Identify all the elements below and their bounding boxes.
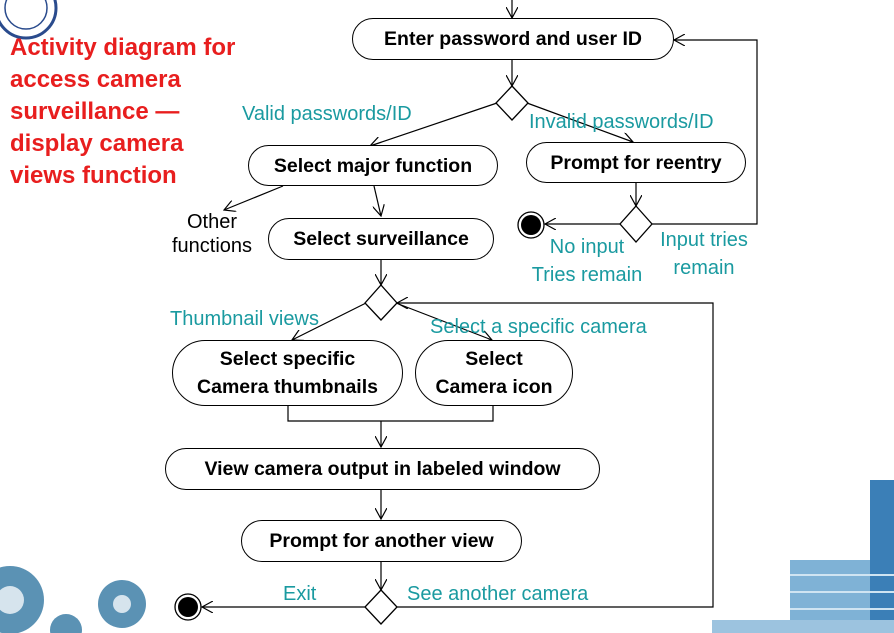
diagram-title: Activity diagram for access camera surve… [10, 32, 290, 192]
activity-select-surveillance: Select surveillance [268, 218, 494, 260]
decision-tries [619, 205, 653, 243]
activity-label: Select [465, 348, 523, 370]
activity-select-major-function: Select major function [248, 145, 498, 186]
guard-input-tries-remain: Input tries remain [646, 226, 762, 282]
title-line: display camera [10, 130, 184, 157]
activity-label: Camera icon [435, 376, 553, 398]
merge-bar [287, 406, 494, 422]
title-line: Activity diagram for [10, 34, 236, 61]
label-line: functions [171, 235, 253, 257]
flow-retry-loop [652, 40, 758, 225]
activity-select-camera-icon: Select Camera icon [415, 340, 573, 406]
title-line: access camera [10, 66, 181, 93]
flow-see-another-loop [397, 303, 714, 608]
activity-prompt-reentry: Prompt for reentry [526, 142, 746, 183]
final-node-exit [174, 593, 202, 621]
guard-thumbnail-views: Thumbnail views [170, 308, 319, 330]
label-line: remain [673, 257, 735, 279]
decision-view-type [364, 284, 398, 321]
activity-label: Select specific [219, 348, 356, 370]
flow-thumbnail-views [292, 302, 367, 340]
title-line: surveillance — [10, 98, 180, 125]
flow-invalid [526, 102, 633, 142]
activity-label: Prompt for another view [269, 530, 494, 552]
flow-other-functions [224, 185, 284, 210]
decision-another [364, 589, 398, 625]
flow-valid [370, 102, 498, 146]
activity-select-thumbnails: Select specific Camera thumbnails [172, 340, 403, 406]
guard-invalid: Invalid passwords/ID [529, 111, 714, 133]
label-line: Input tries [660, 229, 748, 251]
activity-label: Enter password and user ID [384, 28, 642, 50]
guard-no-input: No input Tries remain [520, 233, 654, 289]
guard-specific-camera: Select a specific camera [430, 316, 647, 338]
activity-label: Prompt for reentry [550, 151, 722, 174]
flow-to-surveillance [374, 185, 381, 216]
flow-specific-camera [395, 302, 492, 340]
guard-see-another-camera: See another camera [407, 583, 589, 605]
label-other-functions: Other functions [160, 210, 264, 258]
final-node-retry [517, 211, 545, 239]
decision-credentials [495, 85, 529, 121]
activity-label: Select surveillance [293, 228, 469, 250]
university-seal-logo [0, 0, 58, 40]
label-line: Tries remain [531, 264, 643, 286]
title-line: views function [10, 162, 177, 189]
activity-prompt-another-view: Prompt for another view [241, 520, 522, 562]
activity-label: Select major function [273, 154, 473, 177]
building-decoration [712, 480, 894, 633]
activity-enter-credentials: Enter password and user ID [352, 18, 674, 60]
activity-label: Camera thumbnails [197, 376, 378, 398]
activity-label: View camera output in labeled window [204, 458, 561, 480]
label-line: No input [549, 236, 625, 258]
guard-exit: Exit [283, 583, 317, 605]
guard-valid: Valid passwords/ID [242, 103, 412, 125]
activity-view-camera-output: View camera output in labeled window [165, 448, 600, 490]
label-line: Other [186, 211, 238, 233]
gear-decoration-icon [0, 566, 146, 633]
